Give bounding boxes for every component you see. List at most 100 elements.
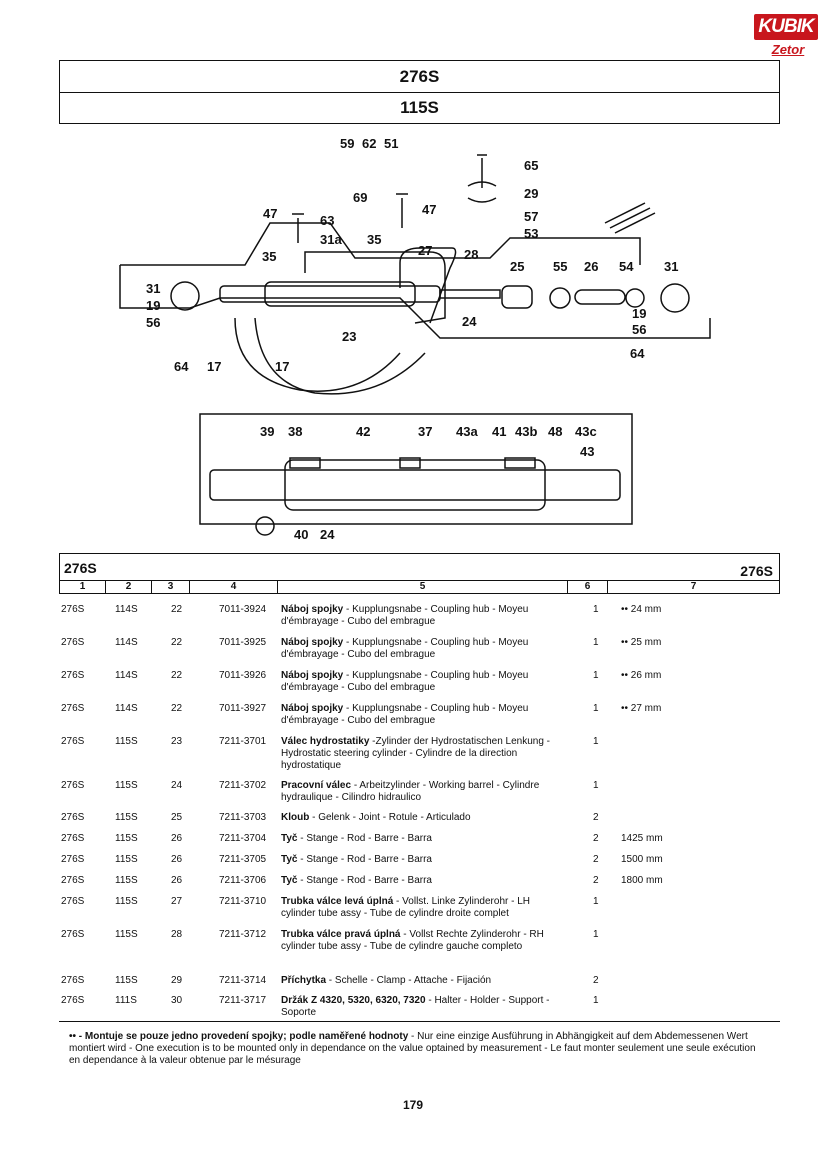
diagram-label: 35 — [367, 232, 381, 247]
diagram-label: 56 — [146, 315, 160, 330]
cell-group: 115S — [115, 854, 138, 865]
cell-note: •• 26 mm — [621, 670, 662, 681]
cell-note: •• 24 mm — [621, 604, 662, 615]
cell-description: Tyč - Stange - Rod - Barre - Barra — [281, 875, 561, 887]
cell-model: 276S — [61, 670, 85, 681]
cell-description: Kloub - Gelenk - Joint - Rotule - Articu… — [281, 812, 561, 824]
cell-part-number: 7011-3927 — [219, 703, 267, 714]
exploded-diagram: 59 62 51 65 69 29 47 47 57 63 31a 35 27 … — [100, 128, 740, 548]
cell-position: 22 — [171, 637, 183, 648]
cell-group: 115S — [115, 812, 138, 823]
column-number: 1 — [60, 581, 106, 593]
cell-quantity: 2 — [593, 875, 599, 886]
part-translations: - Kupplungsnabe - Coupling hub - Moyeu d… — [281, 670, 529, 693]
table-model-header: 276S 276S — [59, 553, 780, 580]
cell-quantity: 1 — [593, 637, 599, 648]
table-model-left: 276S — [64, 560, 97, 576]
cell-group: 111S — [115, 995, 137, 1006]
tube-27 — [304, 251, 446, 324]
diagram-label: 19 — [632, 306, 646, 321]
cell-quantity: 1 — [593, 736, 599, 747]
cell-description: Příchytka - Schelle - Clamp - Attache - … — [281, 975, 561, 987]
diagram-label: 56 — [632, 322, 646, 337]
cell-description: Náboj spojky - Kupplungsnabe - Coupling … — [281, 703, 561, 727]
cell-description: Válec hydrostatiky -Zylinder der Hydrost… — [281, 736, 561, 772]
cell-quantity: 2 — [593, 833, 599, 844]
assembly-outline-upper — [120, 222, 641, 266]
cell-note: •• 25 mm — [621, 637, 662, 648]
diagram-label: 43a — [456, 424, 478, 439]
cell-description: Náboj spojky - Kupplungsnabe - Coupling … — [281, 604, 561, 628]
steering-cylinder — [219, 285, 441, 303]
diagram-label: 64 — [630, 346, 645, 361]
detail-seal-43b — [504, 457, 536, 469]
cell-group: 114S — [115, 703, 138, 714]
header-model-line2: 115S — [59, 92, 780, 124]
clamp-29 — [467, 181, 497, 203]
diagram-label: 57 — [524, 209, 538, 224]
cell-note: 1500 mm — [621, 854, 663, 865]
cell-position: 25 — [171, 812, 183, 823]
diagram-label: 41 — [492, 424, 506, 439]
cell-model: 276S — [61, 736, 85, 747]
cell-part-number: 7011-3925 — [219, 637, 267, 648]
cell-part-number: 7211-3705 — [219, 854, 267, 865]
right-ball-joint — [660, 283, 690, 313]
part-translations: - Halter - Holder - Support - Soporte — [281, 995, 550, 1018]
cell-model: 276S — [61, 780, 85, 791]
diagram-label: 47 — [422, 202, 436, 217]
brand-name: KUBIK — [758, 16, 814, 37]
diagram-label: 43 — [580, 444, 594, 459]
page-number: 179 — [402, 1098, 424, 1112]
cell-part-number: 7211-3704 — [219, 833, 267, 844]
cell-group: 114S — [115, 604, 138, 615]
part-name: Tyč — [281, 875, 298, 886]
bolt-47-right — [396, 193, 408, 228]
diagram-label: 40 — [294, 527, 308, 542]
diagram-label: 53 — [524, 226, 538, 241]
diagram-label: 43b — [515, 424, 537, 439]
cell-part-number: 7211-3712 — [219, 929, 267, 940]
header-model-line1: 276S — [59, 60, 780, 93]
cell-position: 24 — [171, 780, 183, 791]
cell-description: Trubka válce pravá úplná - Vollst Rechte… — [281, 929, 561, 953]
part-translations: - Kupplungsnabe - Coupling hub - Moyeu d… — [281, 604, 529, 627]
cell-position: 26 — [171, 854, 183, 865]
cell-position: 29 — [171, 975, 183, 986]
rod-part-26 — [574, 289, 626, 305]
cell-part-number: 7211-3701 — [219, 736, 267, 747]
bolt-65 — [477, 154, 487, 188]
cell-position: 22 — [171, 670, 183, 681]
hose-17-right — [254, 317, 426, 395]
part-translations: - Stange - Rod - Barre - Barra — [297, 833, 432, 844]
part-name: Tyč — [281, 854, 298, 865]
diagram-label: 23 — [342, 329, 356, 344]
nut-part-54 — [625, 288, 645, 308]
cell-model: 276S — [61, 854, 85, 865]
cell-group: 115S — [115, 875, 138, 886]
piston-rod — [439, 289, 501, 299]
cell-description: Pracovní válec - Arbeitzylinder - Workin… — [281, 780, 561, 804]
cell-model: 276S — [61, 812, 85, 823]
part-translations: - Arbeitzylinder - Working barrel - Cyli… — [281, 780, 540, 803]
part-name: Trubka válce pravá úplná — [281, 929, 401, 940]
direction-arrows — [604, 202, 656, 234]
diagram-label: 37 — [418, 424, 432, 439]
part-name: Držák Z 4320, 5320, 6320, 7320 — [281, 995, 426, 1006]
table-bottom-rule — [59, 1021, 780, 1022]
cell-quantity: 2 — [593, 975, 599, 986]
cell-quantity: 1 — [593, 929, 599, 940]
part-name: Pracovní válec — [281, 780, 352, 791]
bolt-47-left — [292, 213, 304, 243]
part-name: Trubka válce levá úplná — [281, 896, 394, 907]
part-translations: - Kupplungsnabe - Coupling hub - Moyeu d… — [281, 637, 529, 660]
column-number: 5 — [278, 581, 568, 593]
diagram-label: 35 — [262, 249, 276, 264]
cell-group: 114S — [115, 637, 138, 648]
table-column-numbers: 1 2 3 4 5 6 7 — [59, 580, 780, 594]
cell-description: Náboj spojky - Kupplungsnabe - Coupling … — [281, 637, 561, 661]
table-model-right: 276S — [740, 563, 773, 579]
cell-description: Tyč - Stange - Rod - Barre - Barra — [281, 854, 561, 866]
cell-model: 276S — [61, 833, 85, 844]
cell-group: 114S — [115, 670, 138, 681]
